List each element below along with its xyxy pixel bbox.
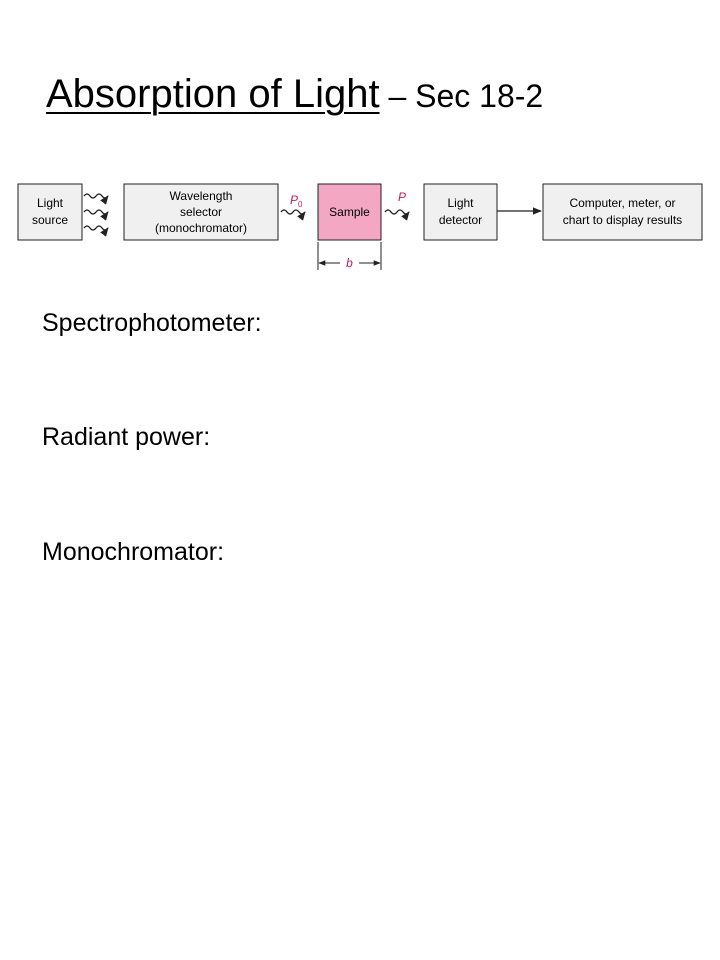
sample-box: Sample <box>317 183 382 241</box>
incident-beam: P0 <box>280 193 306 221</box>
term-monochromator: Monochromator: <box>42 538 225 566</box>
wavelength-selector-label-3: (monochromator) <box>155 221 247 235</box>
incident-beam-wave <box>280 209 306 221</box>
spectrophotometer-diagram: Light source Wavelength selector (monoch… <box>17 183 703 270</box>
wavelength-selector-box: Wavelength selector (monochromator) <box>123 183 279 241</box>
title-main: Absorption of Light <box>46 72 380 116</box>
term-radiant-power: Radiant power: <box>42 423 211 451</box>
light-source-label-2: source <box>32 213 68 227</box>
path-length-indicator: b <box>317 242 382 270</box>
display-label-1: Computer, meter, or <box>569 196 675 210</box>
light-detector-label-2: detector <box>439 213 482 227</box>
p-label: P <box>398 190 406 204</box>
term-spectrophotometer: Spectrophotometer: <box>42 309 262 337</box>
transmitted-beam: P <box>384 190 410 221</box>
light-ray-3 <box>83 225 109 237</box>
light-rays <box>83 193 109 237</box>
light-source-label-1: Light <box>37 196 64 210</box>
light-detector-box: Light detector <box>423 183 498 241</box>
light-ray-2 <box>83 209 109 221</box>
light-ray-1 <box>83 193 109 205</box>
wavelength-selector-label-1: Wavelength <box>170 189 233 203</box>
light-source-box: Light source <box>17 183 83 241</box>
wavelength-selector-label-2: selector <box>180 205 222 219</box>
display-box: Computer, meter, or chart to display res… <box>542 183 703 241</box>
transmitted-beam-wave <box>384 209 410 221</box>
p0-label: P0 <box>290 193 303 209</box>
display-label-2: chart to display results <box>563 213 682 227</box>
light-detector-label-1: Light <box>447 196 474 210</box>
sample-label: Sample <box>329 205 370 219</box>
slide-title: Absorption of Light – Sec 18-2 <box>46 74 543 114</box>
path-length-label: b <box>346 256 353 270</box>
title-subtitle: – Sec 18-2 <box>388 78 544 114</box>
